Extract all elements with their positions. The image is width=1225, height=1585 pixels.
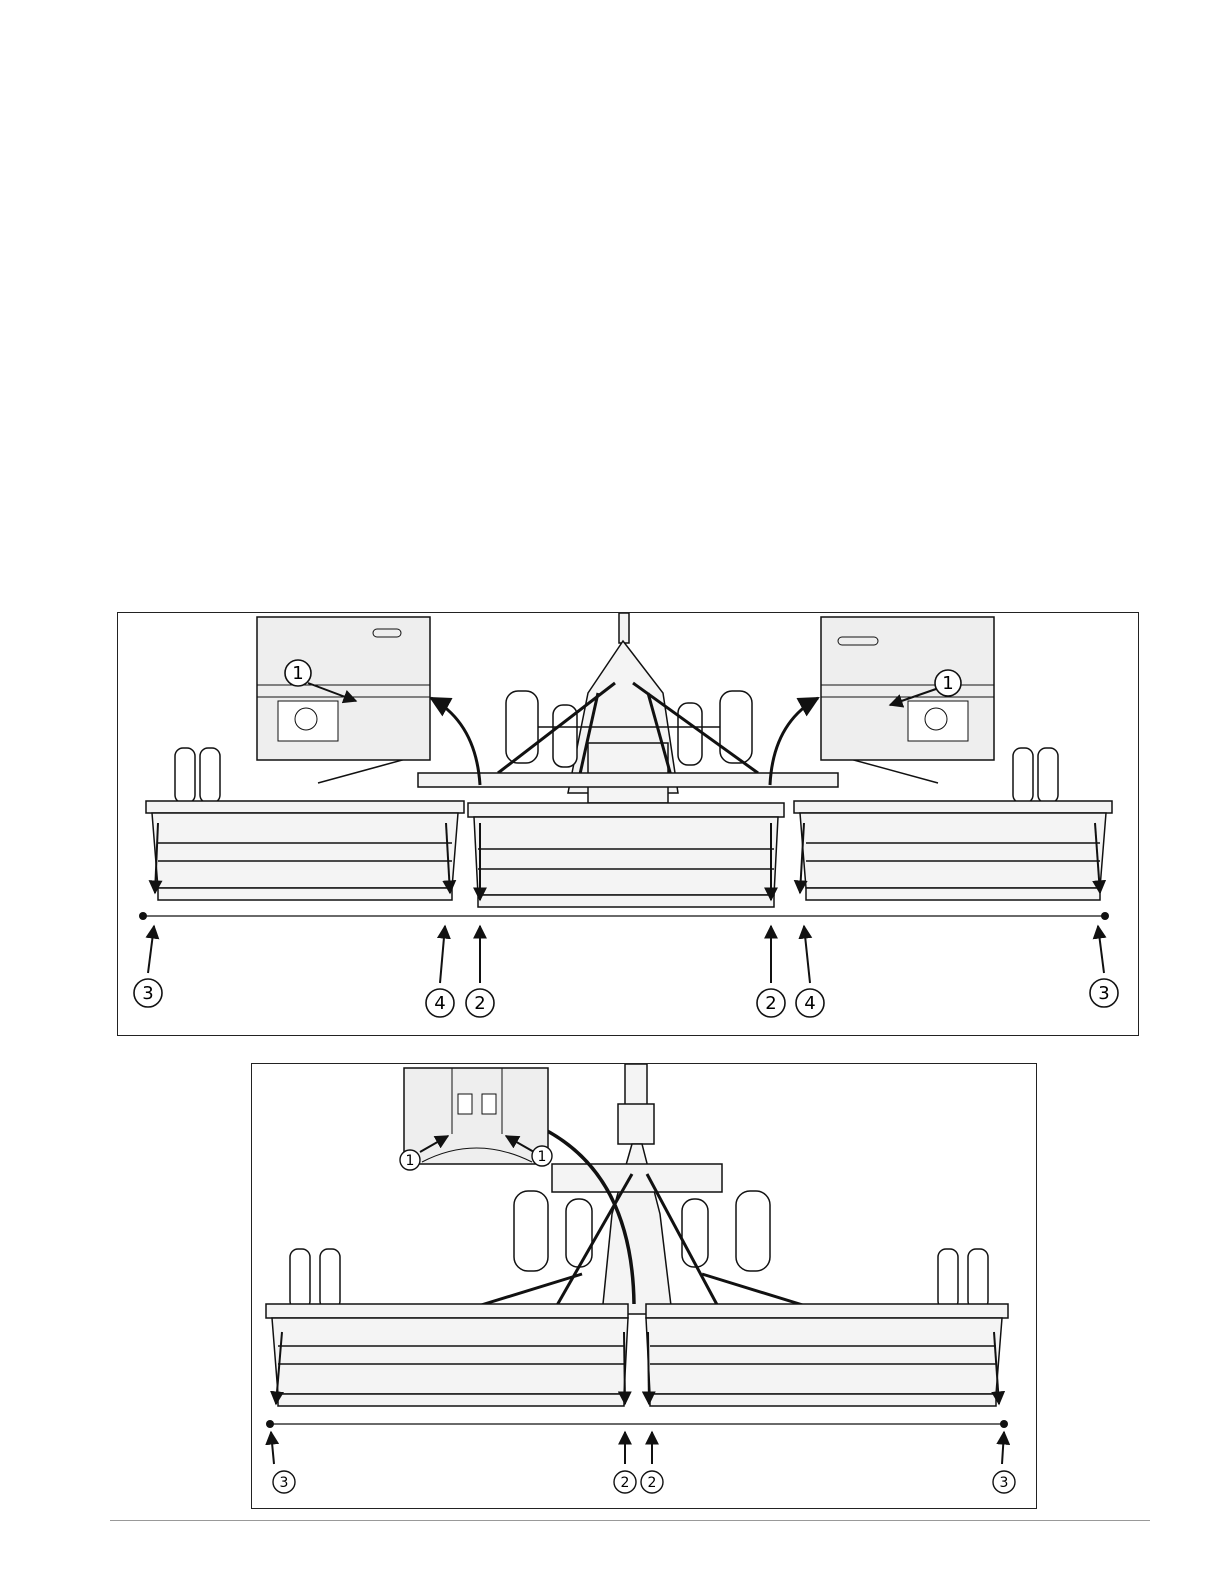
svg-text:3: 3 [1098, 983, 1109, 1004]
callout-1-inset-left: 1 [400, 1150, 420, 1170]
callout-1-right-inset: 1 [935, 670, 961, 696]
callout-2-right: 2 [757, 989, 785, 1017]
svg-text:1: 1 [538, 1149, 547, 1165]
figure-two-section-mower: 1 1 3 2 2 3 [251, 1063, 1037, 1509]
callout-1-inset-right: 1 [532, 1146, 552, 1166]
ground-reference-line [266, 1420, 1008, 1428]
callout-2-left: 2 [614, 1471, 636, 1493]
svg-text:3: 3 [280, 1475, 289, 1491]
callout-3-right: 3 [1090, 979, 1118, 1007]
callout-3-right: 3 [993, 1471, 1015, 1493]
callout-3-left: 3 [134, 979, 162, 1007]
svg-text:2: 2 [648, 1475, 657, 1491]
svg-text:1: 1 [406, 1153, 415, 1169]
right-wing-deck [794, 748, 1112, 900]
callout-1-left-inset: 1 [285, 660, 311, 686]
svg-text:1: 1 [942, 673, 953, 694]
left-wing-deck [146, 748, 464, 900]
callout-pointer-arrows [271, 1432, 1004, 1464]
ground-reference-line [139, 912, 1109, 920]
callout-2-right: 2 [641, 1471, 663, 1493]
left-wing-deck [266, 1249, 628, 1406]
two-section-mower-drawing: 1 1 3 2 2 3 [252, 1064, 1038, 1510]
figure-three-section-mower: 1 1 3 4 2 2 4 3 [117, 612, 1139, 1036]
right-detail-inset [821, 617, 994, 760]
svg-text:3: 3 [142, 983, 153, 1004]
svg-text:4: 4 [434, 993, 445, 1014]
footer-divider [110, 1520, 1150, 1521]
callout-pointer-arrows [148, 926, 1104, 983]
center-deck [468, 803, 784, 907]
three-section-mower-drawing: 1 1 3 4 2 2 4 3 [118, 613, 1140, 1037]
left-detail-inset [257, 617, 430, 760]
center-detail-inset [404, 1068, 548, 1164]
svg-text:4: 4 [804, 993, 815, 1014]
callout-4-right: 4 [796, 989, 824, 1017]
callout-4-left: 4 [426, 989, 454, 1017]
svg-text:2: 2 [765, 993, 776, 1014]
callout-3-left: 3 [273, 1471, 295, 1493]
svg-text:1: 1 [292, 663, 303, 684]
svg-text:2: 2 [621, 1475, 630, 1491]
svg-text:3: 3 [1000, 1475, 1009, 1491]
svg-text:2: 2 [474, 993, 485, 1014]
callout-2-left: 2 [466, 989, 494, 1017]
